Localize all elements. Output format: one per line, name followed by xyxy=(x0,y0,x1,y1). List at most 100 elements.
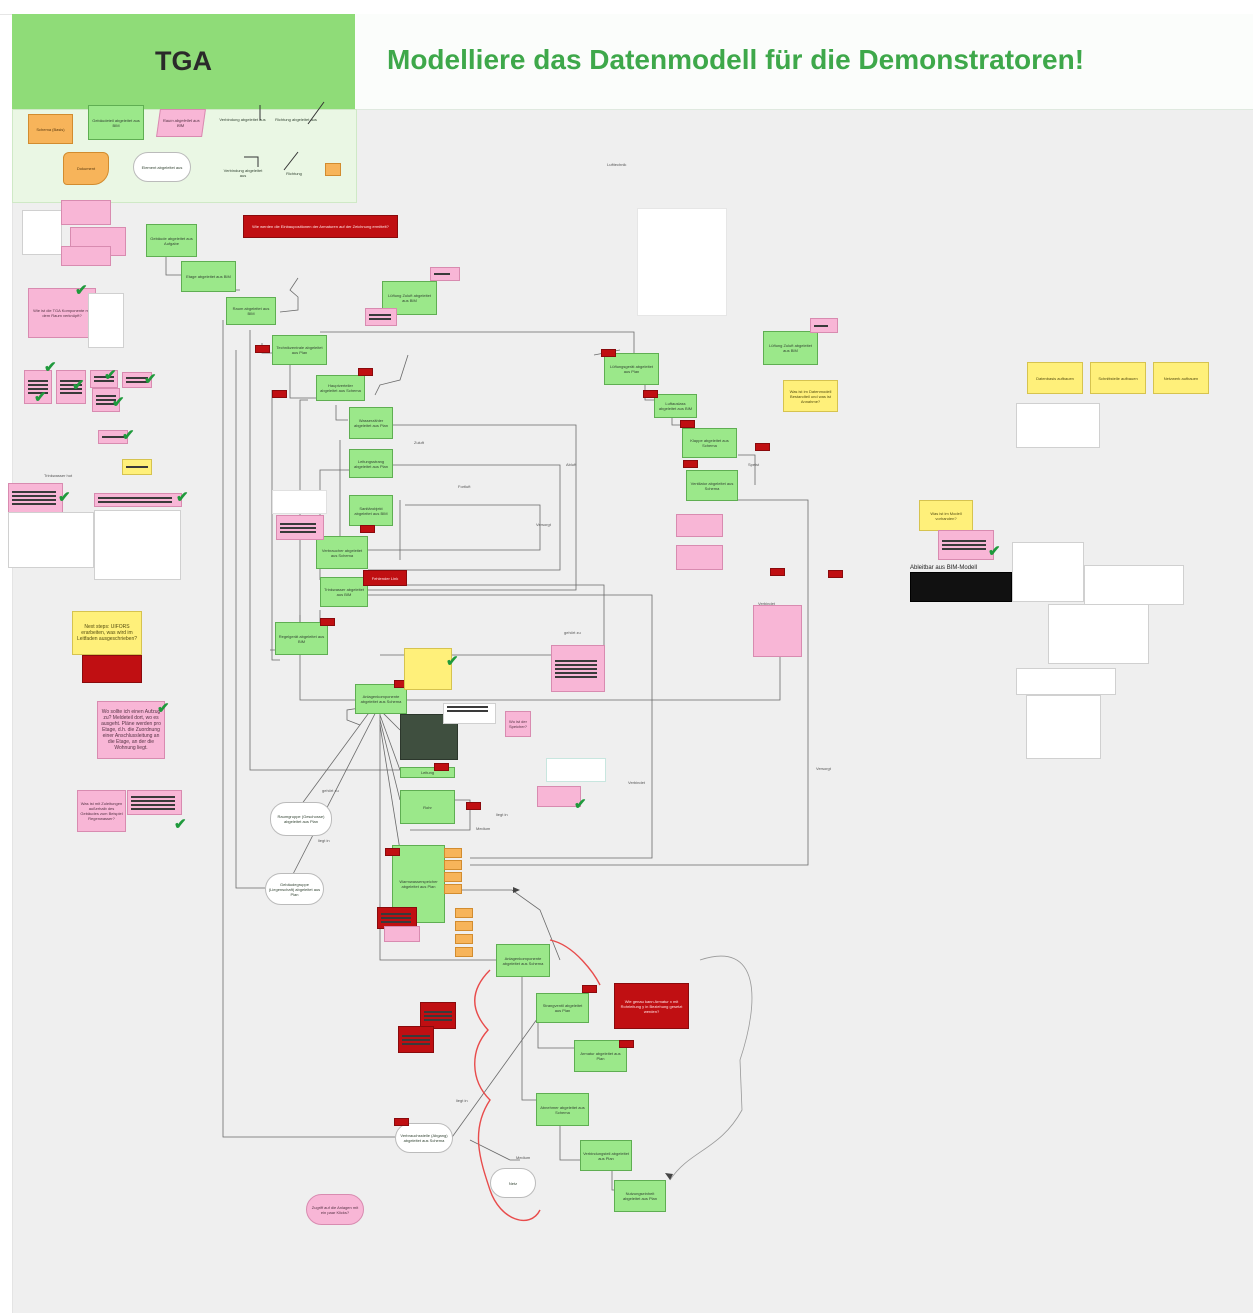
orange-tag[interactable] xyxy=(455,934,473,944)
orange-tag[interactable] xyxy=(444,860,462,870)
pink-note[interactable] xyxy=(430,267,460,281)
orange-tag[interactable] xyxy=(444,872,462,882)
red-tag[interactable] xyxy=(272,390,287,398)
orange-tag[interactable] xyxy=(455,947,473,957)
pink-question-note[interactable]: Wie ist die TGA Komponente mit dem Raum … xyxy=(28,288,96,338)
pink-note[interactable] xyxy=(92,388,120,412)
oval-verbrauchsstelle[interactable]: Verbrauchsstelle (Abgang) abgeleitet aus… xyxy=(395,1123,453,1153)
legend-item[interactable]: Element abgeleitet aus xyxy=(133,152,191,182)
red-tag[interactable] xyxy=(680,420,695,428)
pink-note[interactable] xyxy=(122,372,152,388)
red-tag[interactable] xyxy=(643,390,658,398)
red-tag[interactable] xyxy=(434,763,449,771)
oval-raumgruppe[interactable]: Raumgruppe (Geschosse) abgeleitet aus Pl… xyxy=(270,802,332,836)
orange-tag[interactable] xyxy=(444,848,462,858)
red-tag[interactable] xyxy=(385,848,400,856)
node-technikzentrale[interactable]: Technikzentrale abgeleitet aus Plan xyxy=(272,335,327,365)
node-trinkwasser[interactable]: Trinkwasser abgeleitet aus BIM xyxy=(320,577,368,607)
red-tag[interactable] xyxy=(360,525,375,533)
red-tag[interactable] xyxy=(770,568,785,576)
yellow-next-steps[interactable]: Next steps: UIFORS erarbeiten, was wird … xyxy=(72,611,142,655)
node-nutzungseinheit[interactable]: Nutzungseinheit abgeleitet aus Plan xyxy=(614,1180,666,1212)
yellow-button[interactable]: Schnittstelle aufbauen xyxy=(1090,362,1146,394)
node-rohr[interactable]: Rohr xyxy=(400,790,455,824)
pink-note[interactable] xyxy=(676,514,723,537)
legend-panel[interactable]: Schema (Basis) Gebäudeteil abgeleitet au… xyxy=(12,105,357,203)
screenshot-thumb[interactable] xyxy=(22,210,62,255)
yellow-note[interactable]: Was ist im Modell vorhanden? xyxy=(919,500,973,531)
node-lueftungsgeraet[interactable]: Lüftungsgerät abgeleitet aus Plan xyxy=(604,353,659,385)
red-tag[interactable] xyxy=(358,368,373,376)
red-tag[interactable] xyxy=(683,460,698,468)
node-abnehmer[interactable]: Abnehmer abgeleitet aus Schema xyxy=(536,1093,589,1126)
pink-note[interactable] xyxy=(365,308,397,326)
pink-note[interactable] xyxy=(61,200,111,225)
screenshot-thumb[interactable] xyxy=(94,510,181,580)
pink-note[interactable] xyxy=(61,246,111,266)
node-lueftung-zuluft[interactable]: Lüftung Zuluft abgeleitet aus BIM xyxy=(763,331,818,365)
yellow-note[interactable]: Was ist im Datenmodell Bestandteil und w… xyxy=(783,380,838,412)
pink-note[interactable] xyxy=(90,370,118,388)
pink-note[interactable] xyxy=(276,515,324,540)
pink-note-block[interactable] xyxy=(384,926,420,942)
node-luftauslass[interactable]: Luftauslass abgeleitet aus BIM xyxy=(654,394,697,418)
yellow-note[interactable] xyxy=(122,459,152,475)
node-etage[interactable]: Etage abgeleitet aus BIM xyxy=(181,261,236,292)
screenshot-thumb[interactable] xyxy=(1026,695,1101,759)
red-note[interactable] xyxy=(82,655,142,683)
node-anlagenkomponente-2[interactable]: Anlagenkomponente abgeleitet aus Schema xyxy=(496,944,550,977)
legend-item[interactable]: Richtung xyxy=(286,170,302,176)
red-note-block[interactable] xyxy=(420,1002,456,1029)
legend-item[interactable]: Verbindung abgeleitet aus xyxy=(223,168,263,178)
whiteboard-canvas[interactable] xyxy=(12,14,1253,1313)
orange-tag[interactable] xyxy=(444,884,462,894)
yellow-button[interactable]: Netzwerk aufbauen xyxy=(1153,362,1209,394)
legend-item[interactable]: Schema (Basis) xyxy=(28,114,73,144)
pill-zugriff[interactable]: Zugriff auf die Anlagen mit ein paar Kli… xyxy=(306,1194,364,1225)
table-screenshot[interactable] xyxy=(1016,403,1100,448)
orange-tag[interactable] xyxy=(455,908,473,918)
red-tag[interactable] xyxy=(320,618,335,626)
screenshot-thumb[interactable] xyxy=(88,293,124,348)
pink-note[interactable] xyxy=(94,493,182,507)
red-tag[interactable] xyxy=(619,1040,634,1048)
red-question-banner[interactable]: Wie werden die Einbaupositionen der Arma… xyxy=(243,215,398,238)
screenshot-thumb[interactable] xyxy=(1012,542,1084,602)
node-verbraucher[interactable]: Verbraucher abgeleitet aus Schema xyxy=(316,536,368,569)
legend-item[interactable]: Gebäudeteil abgeleitet aus BIM xyxy=(88,105,144,140)
node-strangventil[interactable]: Strangventil abgeleitet aus Plan xyxy=(536,993,589,1023)
pink-note[interactable] xyxy=(24,370,52,404)
pink-note[interactable] xyxy=(537,786,581,807)
red-note-block[interactable] xyxy=(398,1026,434,1053)
yellow-note[interactable] xyxy=(404,648,452,690)
node-verbindungsteil[interactable]: Verbindungsteil abgeleitet aus Plan xyxy=(580,1140,632,1171)
pink-note[interactable] xyxy=(98,430,128,444)
pink-note[interactable]: Was ist mit Zuleitungen außerhalb des Ge… xyxy=(77,790,126,832)
yellow-button[interactable]: Datenbasis aufbauen xyxy=(1027,362,1083,394)
node-armatur[interactable]: Armatur abgeleitet aus Plan xyxy=(574,1040,627,1072)
pink-note[interactable] xyxy=(8,483,63,513)
red-tag[interactable] xyxy=(255,345,270,353)
node-regelgeraet[interactable]: Regelgerät abgeleitet aus BIM xyxy=(275,622,328,655)
board-title[interactable]: Modelliere das Datenmodell für die Demon… xyxy=(387,44,1085,75)
red-tag[interactable] xyxy=(601,349,616,357)
pink-note[interactable] xyxy=(56,370,86,404)
screenshot-thumb[interactable] xyxy=(1084,565,1184,605)
pink-note[interactable] xyxy=(676,545,723,570)
red-tag[interactable] xyxy=(582,985,597,993)
node-klappe[interactable]: Klappe abgeleitet aus Schema xyxy=(682,428,737,458)
pipe-isometric-image[interactable] xyxy=(637,208,727,316)
pink-note[interactable] xyxy=(810,318,838,333)
node-gebaeude[interactable]: Gebäude abgeleitet aus Aufgabe xyxy=(146,224,197,257)
node-sanitaerobjekt[interactable]: Sanitärobjekt abgeleitet aus BIM xyxy=(349,495,393,526)
pink-note[interactable] xyxy=(551,645,605,692)
node-leitungsstrang[interactable]: Leitungsstrang abgeleitet aus Plan xyxy=(349,449,393,478)
node-leitung[interactable]: Leitung xyxy=(400,767,455,778)
legend-item[interactable]: Verbindung abgeleitet aus xyxy=(219,116,266,122)
small-screenshot[interactable] xyxy=(546,758,606,782)
white-note[interactable] xyxy=(443,703,496,724)
video-thumbnail[interactable] xyxy=(910,572,1012,602)
oval-gebaeudegruppe[interactable]: Gebäudegruppe (Liegenschaft) abgeleitet … xyxy=(265,873,324,905)
orange-tag[interactable] xyxy=(455,921,473,931)
schematic-screenshot[interactable] xyxy=(1048,604,1149,664)
